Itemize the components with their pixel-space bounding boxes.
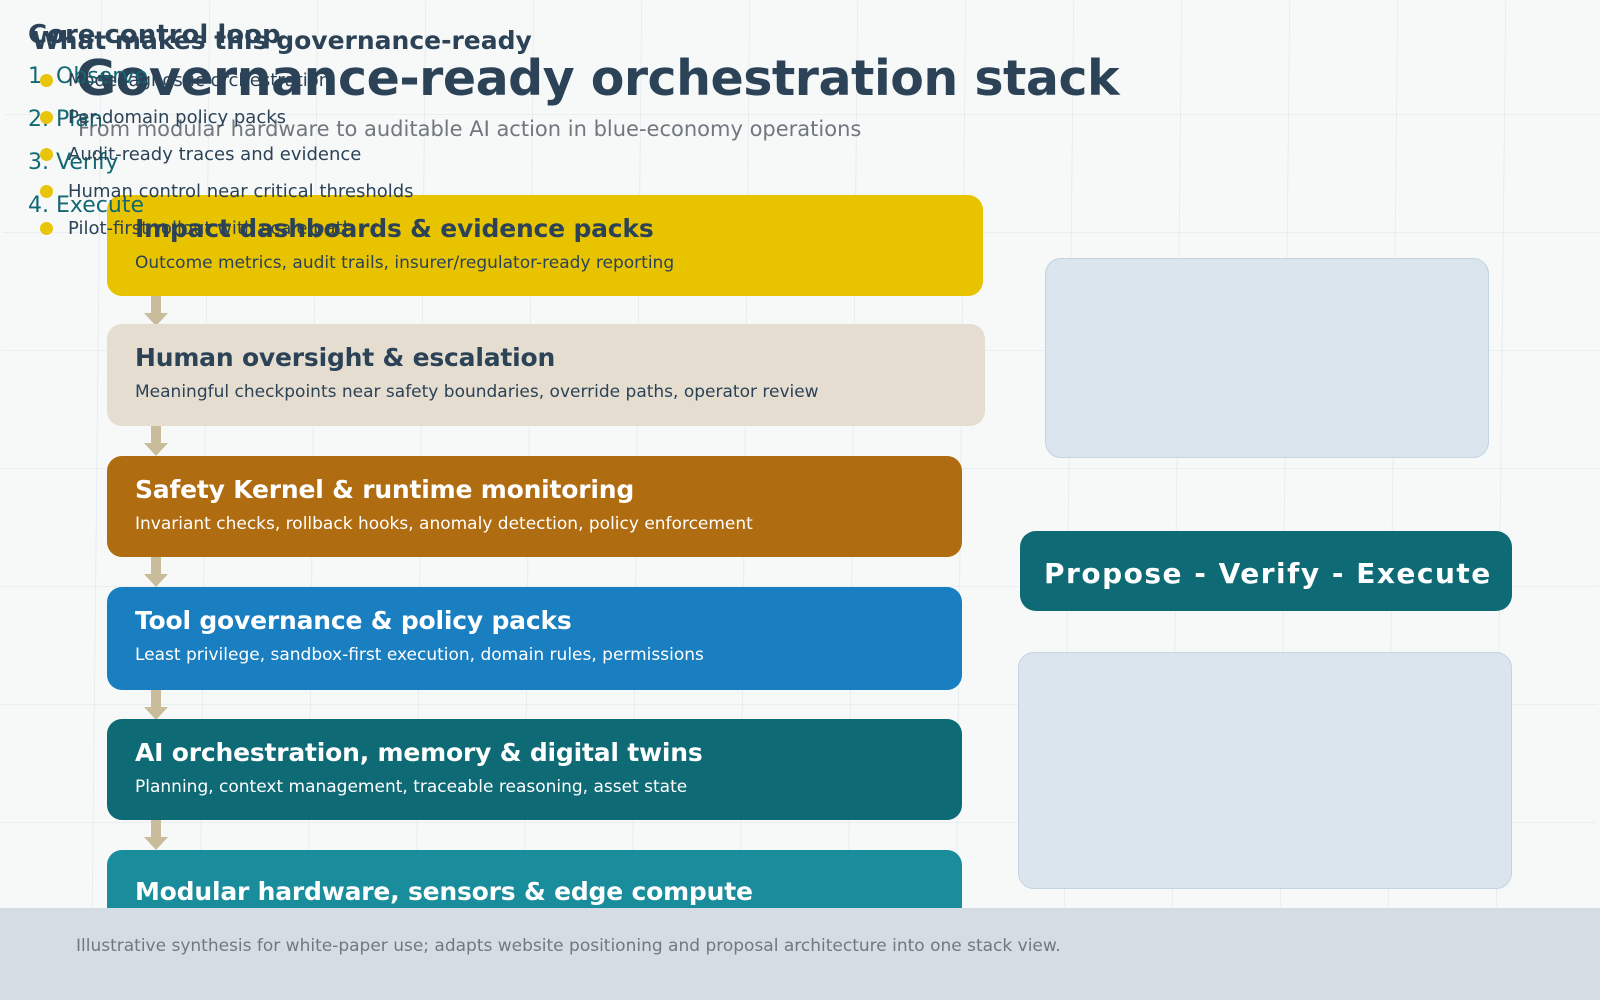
bullet-dot-icon [40,222,53,235]
core-control-loop-card [1045,258,1489,458]
stack-layer-subtitle: Planning, context management, traceable … [135,776,688,797]
header: Governance-ready orchestration stack Fro… [76,50,1276,141]
governance-bullet-pilot-first: Pilot-first rollout with scale path [32,220,672,238]
governance-bullet-model-agnostic: Model-agnostic orchestration [32,72,672,90]
connector-arrow-down-icon [144,820,168,850]
governance-bullet-policy-packs: Per-domain policy packs [32,109,672,127]
footer-note: Illustrative synthesis for white-paper u… [76,936,1061,956]
bullet-label: Model-agnostic orchestration [68,70,331,91]
stack-layer-title: Safety Kernel & runtime monitoring [135,475,635,504]
core-control-loop-title: Core control loop [28,20,281,50]
page-title: Governance-ready orchestration stack [76,50,1120,107]
propose-verify-execute-label: Propose - Verify - Execute [1044,557,1492,590]
stack-layer-subtitle: Meaningful checkpoints near safety bound… [135,381,819,402]
stack-layer-title: Human oversight & escalation [135,343,556,372]
governance-ready-title: What makes this governance-ready [32,26,532,55]
stack-layer-title: Tool governance & policy packs [135,606,572,635]
connector-arrow-down-icon [144,426,168,456]
stack-layer-safety-kernel[interactable]: Safety Kernel & runtime monitoring Invar… [107,456,962,557]
connector-arrow-down-icon [144,557,168,587]
step-label: Observe [56,64,148,89]
bullet-label: Human control near critical thresholds [68,181,414,202]
bullet-dot-icon [40,148,53,161]
core-loop-step-plan: 2.Plan [28,109,548,131]
bullet-label: Audit-ready traces and evidence [68,144,362,165]
connector-arrow-down-icon [144,690,168,720]
step-number: 4. [28,193,49,218]
step-label: Plan [56,107,103,132]
step-label: Verify [56,150,119,175]
stack-layer-tool-governance[interactable]: Tool governance & policy packs Least pri… [107,587,962,690]
stack-layer-human-oversight[interactable]: Human oversight & escalation Meaningful … [107,324,985,426]
stack-layer-title: Modular hardware, sensors & edge compute [135,877,753,906]
governance-ready-list: Model-agnostic orchestration Per-domain … [32,72,672,238]
bullet-dot-icon [40,74,53,87]
governance-ready-card [1018,652,1512,889]
stack-layer-ai-orchestration[interactable]: AI orchestration, memory & digital twins… [107,719,962,820]
stack-layer-title: Impact dashboards & evidence packs [135,214,654,243]
governance-bullet-audit-ready: Audit-ready traces and evidence [32,146,672,164]
stack-layer-subtitle: Least privilege, sandbox-first execution… [135,644,704,665]
page-subtitle: From modular hardware to auditable AI ac… [78,116,862,141]
core-control-loop-list: 1.Observe 2.Plan 3.Verify 4.Execute [28,66,548,217]
governance-bullet-human-control: Human control near critical thresholds [32,183,672,201]
bullet-dot-icon [40,185,53,198]
stack-layer-subtitle: Invariant checks, rollback hooks, anomal… [135,513,753,534]
connector-arrow-down-icon [144,296,168,326]
stack-layer-subtitle: Outcome metrics, audit trails, insurer/r… [135,252,675,273]
core-control-loop-content: Core control loop 1.Observe 2.Plan 3.Ver… [28,20,548,238]
bullet-dot-icon [40,111,53,124]
stack-layer-title: AI orchestration, memory & digital twins [135,738,703,767]
governance-ready-content: What makes this governance-ready Model-a… [32,26,672,257]
bullet-label: Per-domain policy packs [68,107,287,128]
core-loop-step-execute: 4. Execute [28,195,548,217]
bullet-label: Pilot-first rollout with scale path [68,218,355,239]
step-label: Execute [56,193,144,218]
propose-verify-execute-banner: Propose - Verify - Execute [1020,531,1512,611]
stack-layer-impact-dashboards[interactable]: Impact dashboards & evidence packs Outco… [107,195,983,296]
footer-band: Illustrative synthesis for white-paper u… [0,908,1600,1000]
